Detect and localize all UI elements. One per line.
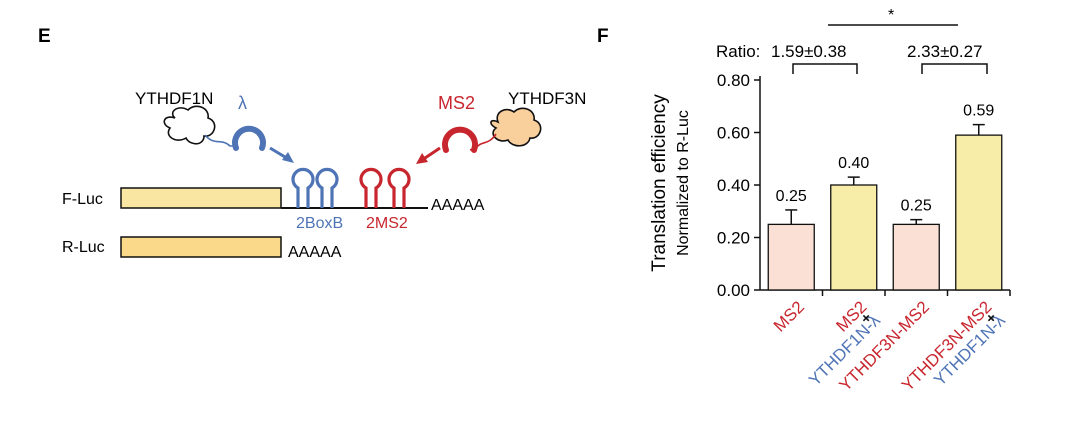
- bar-value-label: 0.25: [776, 188, 807, 205]
- ms2-sites-label: 2MS2: [366, 215, 408, 232]
- ratio-2-bracket: [921, 63, 988, 74]
- ythdf1n-linker: [204, 134, 236, 147]
- boxb-stem-loops: [291, 167, 339, 208]
- rluc-polya-label: AAAAA: [288, 244, 342, 261]
- lambda-peptide-shape: [232, 125, 266, 151]
- y-tick-label: 0.40: [717, 176, 750, 195]
- ms2-coat-protein-shape: [442, 126, 478, 153]
- bar-value-label: 0.59: [963, 103, 994, 120]
- y-axis-subtitle: Normalized to R-Luc: [675, 110, 692, 256]
- fluc-orf-box: [120, 187, 282, 209]
- ythdf1n-protein-shape: [163, 105, 216, 145]
- ratio-label: Ratio:: [716, 42, 760, 61]
- ms2-protein-label: MS2: [438, 93, 475, 113]
- panel-f-label: F: [597, 26, 609, 47]
- bar: [892, 223, 940, 291]
- fluc-label: F-Luc: [62, 191, 103, 208]
- y-tick-label: 0.60: [717, 124, 750, 143]
- panel-e-label: E: [38, 26, 51, 47]
- lambda-arrowhead: [282, 152, 294, 163]
- bar-value-label: 0.40: [838, 155, 869, 172]
- ythdf3n-label: YTHDF3N: [508, 89, 586, 108]
- ythdf3n-protein-shape: [490, 107, 542, 147]
- bar-value-label: 0.25: [901, 198, 932, 215]
- rluc-orf-box: [120, 236, 282, 258]
- panel-f: F * Ratio: 1.59±0.38 2.33±0.27 Translati…: [597, 7, 1011, 395]
- ratio-1-value: 1.59±0.38: [771, 42, 847, 61]
- panel-e: E YTHDF1N λ YTHDF3N MS2 F-Luc 2BoxB: [38, 26, 586, 261]
- x-tick-label-group: MS2: [770, 297, 808, 335]
- ythdf1n-label: YTHDF1N: [135, 89, 213, 108]
- y-tick-label: 0.80: [717, 71, 750, 90]
- y-axis-title: Translation efficiency: [649, 94, 670, 272]
- boxb-label: 2BoxB: [296, 215, 343, 232]
- ratio-1-bracket: [792, 63, 858, 74]
- chart-bars: 0.25 0.40 0.25 0.59: [767, 103, 1011, 296]
- bar: [767, 223, 815, 291]
- x-tick-label: MS2: [770, 297, 808, 335]
- bar: [830, 184, 878, 291]
- y-tick-label: 0.00: [717, 281, 750, 300]
- ms2-arrowhead: [416, 153, 428, 164]
- ratio-2-value: 2.33±0.27: [907, 42, 983, 61]
- bar: [955, 134, 1003, 291]
- rluc-label: R-Luc: [62, 239, 105, 256]
- lambda-label: λ: [238, 93, 247, 113]
- ms2-stem-loops: [359, 167, 411, 208]
- significance-star: *: [888, 7, 894, 24]
- fluc-polya-label: AAAAA: [431, 197, 485, 214]
- y-tick-label: 0.20: [717, 229, 750, 248]
